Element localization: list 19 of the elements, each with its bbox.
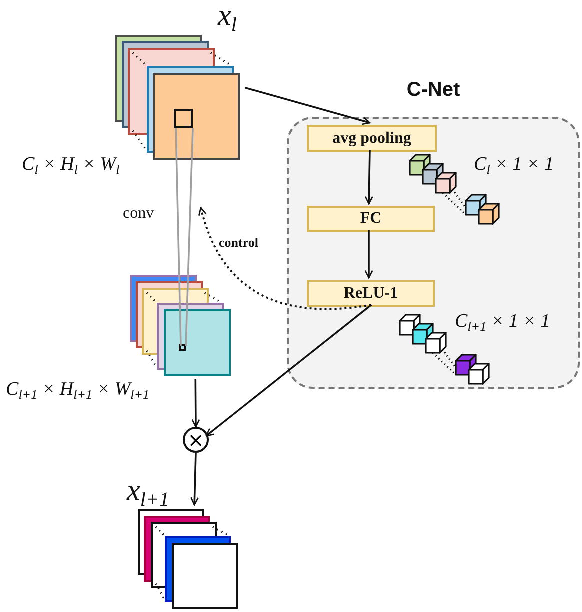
dimension-label: C$_{l+1}$ × 1 × 1: [455, 311, 550, 335]
tensor-label: x$_{l+1}$: [127, 474, 170, 512]
arrow: [364, 150, 374, 205]
arrow: [198, 207, 372, 310]
arrow: [244, 87, 371, 126]
layer-box: FC: [307, 206, 435, 232]
arrow: [192, 378, 200, 428]
dimension-label: C$_{l+1}$ × H$_{l+1}$ × W$_{l+1}$: [6, 379, 150, 403]
arrow: [206, 304, 372, 437]
receptive-field-lines: [175, 127, 194, 347]
arrow: [364, 230, 374, 279]
arrow: [190, 452, 200, 506]
multiply-node: ×: [183, 427, 209, 453]
group-title: C-Net: [406, 79, 462, 102]
tensor-label: x$_{l}$: [218, 0, 237, 37]
layer-box: avg pooling: [307, 125, 437, 152]
layer-box: ReLU-1: [307, 280, 435, 307]
dimension-label: C$_{l}$ × H$_{l}$ × W$_{l}$: [22, 154, 120, 178]
dimension-label: C$_{l}$ × 1 × 1: [474, 154, 554, 178]
